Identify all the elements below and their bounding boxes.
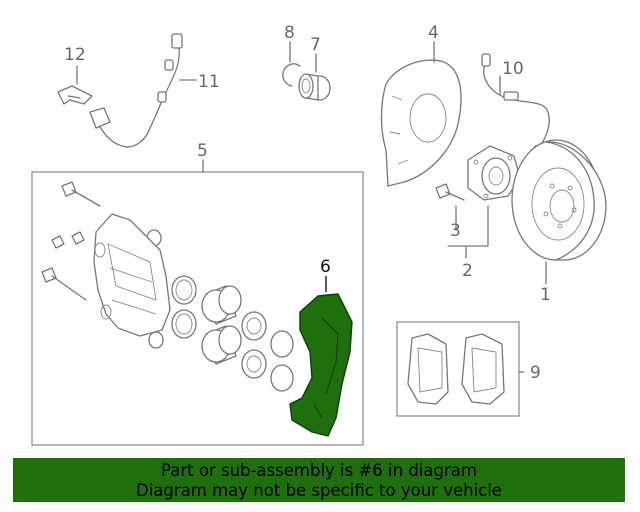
callout-10: 10 xyxy=(502,59,524,79)
banner-line-2: Diagram may not be specific to your vehi… xyxy=(136,481,502,500)
brake-assembly-diagram: 12 11 8 7 4 10 5 3 2 1 6 9 xyxy=(31,23,607,446)
part-12-clip xyxy=(57,85,93,105)
part-5-box xyxy=(31,171,364,446)
part-2-hub xyxy=(467,145,521,201)
piston-boots xyxy=(241,311,294,392)
callout-11: 11 xyxy=(198,72,220,92)
part-1-rotor xyxy=(511,139,607,261)
part-8-snap-ring xyxy=(282,63,301,87)
part-6-caliper-bracket[interactable] xyxy=(289,293,353,437)
callout-1: 1 xyxy=(540,285,551,305)
callout-4: 4 xyxy=(428,23,439,43)
part-9-brake-pads xyxy=(407,333,505,405)
callout-9: 9 xyxy=(530,363,541,383)
part-9-box xyxy=(396,321,520,417)
part-3-hub-bolt xyxy=(435,183,465,201)
part-11-speed-sensor xyxy=(89,33,183,148)
piston-seals xyxy=(171,275,197,339)
callout-2: 2 xyxy=(462,261,473,281)
callout-12: 12 xyxy=(64,45,86,65)
callout-8: 8 xyxy=(284,23,295,43)
part-4-dust-shield xyxy=(380,59,462,187)
pistons xyxy=(201,285,242,365)
callout-3: 3 xyxy=(450,221,461,241)
callout-5: 5 xyxy=(197,141,208,161)
caliper-body xyxy=(93,213,171,337)
caliper-bolts xyxy=(41,181,164,349)
callout-6: 6 xyxy=(320,257,331,277)
callout-7: 7 xyxy=(310,35,321,55)
part-7-bearing xyxy=(298,73,331,101)
info-banner: Part or sub-assembly is #6 in diagram Di… xyxy=(13,458,625,502)
banner-line-1: Part or sub-assembly is #6 in diagram xyxy=(161,461,477,480)
leader-lines xyxy=(76,41,547,373)
